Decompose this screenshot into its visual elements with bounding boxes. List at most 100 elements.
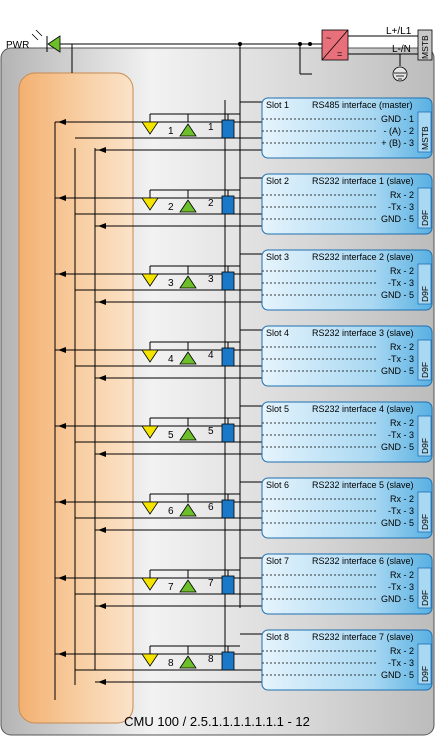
relay-number: 1 xyxy=(208,122,214,133)
internal-bus xyxy=(18,72,134,724)
yellow-led-icon xyxy=(141,273,159,287)
slot-connector xyxy=(417,415,432,457)
channel-number: 4 xyxy=(168,354,174,365)
supply-l-label: L+/L1 xyxy=(386,26,412,37)
bus-arrow xyxy=(58,423,66,429)
slot-connector xyxy=(417,567,432,609)
pin-label: Rx - 2 xyxy=(390,266,414,276)
slot-connector xyxy=(417,187,432,229)
channel-number: 8 xyxy=(168,658,174,669)
pwr-label: PWR xyxy=(6,40,29,51)
slot-box xyxy=(261,325,433,387)
relay-number: 5 xyxy=(208,426,214,437)
slot-title: RS232 interface 1 (slave) xyxy=(312,176,414,186)
pin-label: -Tx - 3 xyxy=(388,430,414,440)
bus-arrow xyxy=(98,147,106,153)
pin-label: GND - 5 xyxy=(381,290,414,300)
supply-connector: MSTB xyxy=(417,29,433,61)
bus-arrow xyxy=(98,375,106,381)
supply-connector-label: MSTB xyxy=(420,35,430,59)
bus-arrow xyxy=(58,119,66,125)
channel-number: 1 xyxy=(168,126,174,137)
relay-number: 6 xyxy=(208,502,214,513)
pin-label: GND - 1 xyxy=(381,114,414,124)
green-led-icon xyxy=(179,655,197,669)
bus-arrow xyxy=(58,651,66,657)
footer-label: CMU 100 / 2.5.1.1.1.1.1.1.1 - 12 xyxy=(124,714,310,729)
slot-title: RS485 interface (master) xyxy=(312,100,413,110)
relay-number: 3 xyxy=(208,274,214,285)
slot-label: Slot 3 xyxy=(266,252,289,262)
pin-label: GND - 5 xyxy=(381,518,414,528)
slot-label: Slot 4 xyxy=(266,328,289,338)
pin-label: GND - 5 xyxy=(381,594,414,604)
channel-number: 6 xyxy=(168,506,174,517)
psu-icon: ~ = xyxy=(321,29,349,61)
green-led-icon xyxy=(179,427,197,441)
pin-label: GND - 5 xyxy=(381,442,414,452)
pin-label: Rx - 2 xyxy=(390,190,414,200)
svg-text:~: ~ xyxy=(326,33,331,43)
relay-number: 2 xyxy=(208,198,214,209)
slot-connector xyxy=(417,491,432,533)
bus-arrow xyxy=(58,575,66,581)
distribution-lines xyxy=(54,100,241,700)
pin-label: -Tx - 3 xyxy=(388,202,414,212)
bus-arrow xyxy=(58,347,66,353)
slot-box xyxy=(261,401,433,463)
bus-arrow xyxy=(98,527,106,533)
pin-label: - (A) - 2 xyxy=(384,126,415,136)
pin-label: -Tx - 3 xyxy=(388,658,414,668)
ground-icon xyxy=(392,66,408,82)
channel-number: 5 xyxy=(168,430,174,441)
green-led-icon xyxy=(179,579,197,593)
pin-label: Rx - 2 xyxy=(390,418,414,428)
slot-label: Slot 8 xyxy=(266,632,289,642)
slot-label: Slot 7 xyxy=(266,556,289,566)
relay-icon xyxy=(221,119,235,139)
green-led-icon xyxy=(179,503,197,517)
pwr-led-icon xyxy=(31,29,61,53)
slot-box xyxy=(261,173,433,235)
bus-arrow xyxy=(58,195,66,201)
pin-label: + (B) - 3 xyxy=(381,138,414,148)
pin-label: Rx - 2 xyxy=(390,494,414,504)
pin-label: GND - 5 xyxy=(381,366,414,376)
slot-connector-label: D9F xyxy=(420,286,430,302)
yellow-led-icon xyxy=(141,121,159,135)
slot-connector-label: D9F xyxy=(420,666,430,682)
slot-connector xyxy=(417,111,432,153)
channel-number: 3 xyxy=(168,278,174,289)
relay-icon xyxy=(221,499,235,519)
slot-label: Slot 2 xyxy=(266,176,289,186)
slot-box xyxy=(261,629,433,691)
slot-connector xyxy=(417,263,432,305)
pin-label: GND - 5 xyxy=(381,670,414,680)
bus-arrow xyxy=(98,451,106,457)
slot-connector-label: D9F xyxy=(420,438,430,454)
slot-label: Slot 5 xyxy=(266,404,289,414)
slot-connector xyxy=(417,643,432,685)
relay-icon xyxy=(221,423,235,443)
yellow-led-icon xyxy=(141,501,159,515)
yellow-led-icon xyxy=(141,197,159,211)
relay-icon xyxy=(221,575,235,595)
pin-label: Rx - 2 xyxy=(390,342,414,352)
pin-label: Rx - 2 xyxy=(390,646,414,656)
green-led-icon xyxy=(179,123,197,137)
slot-connector xyxy=(417,339,432,381)
bus-arrow xyxy=(98,223,106,229)
relay-icon xyxy=(221,347,235,367)
relay-number: 7 xyxy=(208,578,214,589)
bus-arrow xyxy=(58,499,66,505)
bus-arrow xyxy=(98,299,106,305)
channel-number: 2 xyxy=(168,202,174,213)
